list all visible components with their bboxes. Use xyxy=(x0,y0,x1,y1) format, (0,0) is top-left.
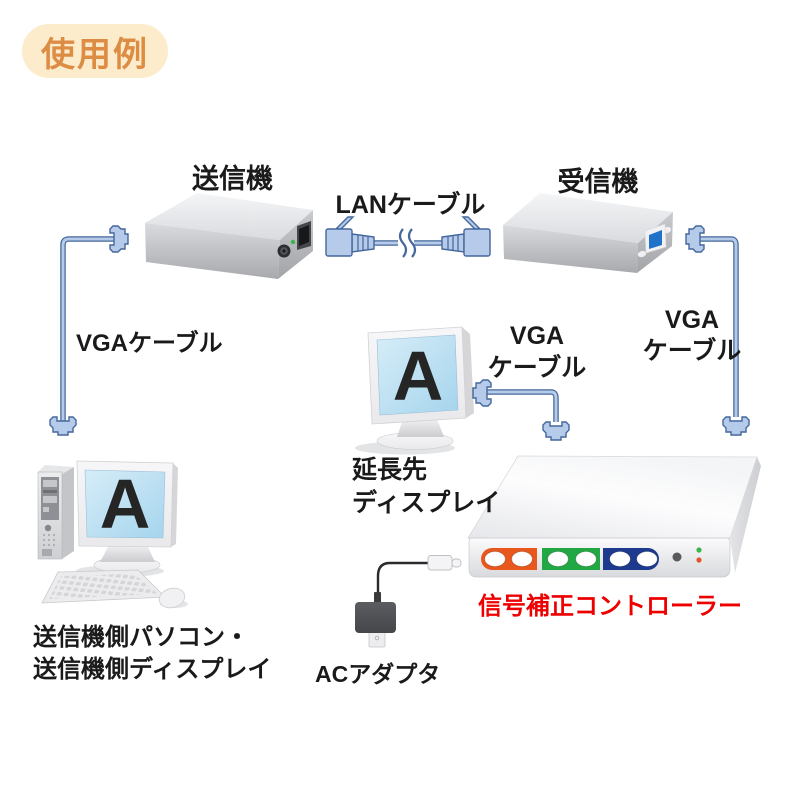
source-pc-label-line2: 送信機側ディスプレイ xyxy=(33,656,272,683)
pc-mouse xyxy=(158,587,188,609)
transmitter-label: 送信機 xyxy=(192,164,273,194)
lan-cable-label: LANケーブル xyxy=(335,191,486,219)
extension-display xyxy=(355,326,474,455)
transmitter-power-led xyxy=(290,239,296,245)
lan-cable xyxy=(325,216,491,260)
transmitter-dc-port xyxy=(277,244,291,258)
lan-plug-left xyxy=(325,216,375,257)
vga-cable-middle-label: VGA ケーブル xyxy=(473,320,601,384)
dc-plug xyxy=(427,555,462,571)
display-neck xyxy=(397,419,444,437)
source-pc-label: 送信機側パソコン・ 送信機側ディスプレイ xyxy=(33,622,271,686)
vga-connector-icon xyxy=(722,416,750,436)
cable-break-icon xyxy=(398,226,417,260)
pc-monitor-screen xyxy=(84,469,166,539)
controller-label: 信号補正コントローラー xyxy=(478,593,742,620)
source-display-screen-letter: A xyxy=(99,465,151,543)
receiver-screw-hole xyxy=(637,250,647,258)
tower-power-button xyxy=(44,524,52,532)
ac-plug-body xyxy=(355,592,396,648)
ac-adapter xyxy=(355,555,462,648)
usage-example-badge: 使用例 xyxy=(22,24,168,78)
vga-cable-middle xyxy=(472,379,570,441)
extension-display-label: 延長先 ディスプレイ xyxy=(352,454,500,520)
vga-cable-right-label-line1: VGA xyxy=(664,306,720,334)
source-pc-group xyxy=(37,460,188,609)
vga-cable-middle-label-line2: ケーブル xyxy=(487,354,587,382)
lan-plug-right xyxy=(441,216,491,257)
receiver-label: 受信機 xyxy=(557,167,639,197)
pc-monitor xyxy=(76,460,178,577)
receiver-vga-port xyxy=(644,223,667,254)
controller-led-green xyxy=(696,547,702,553)
ac-adapter-label: ACアダプタ xyxy=(315,661,441,687)
vga-cable-middle-label-line1: VGA xyxy=(509,322,565,350)
extension-display-screen-letter: A xyxy=(392,337,444,415)
transmitter-device xyxy=(145,193,313,279)
vga-connector-icon xyxy=(542,421,570,441)
vga-cable-left-label: VGAケーブル xyxy=(76,330,223,357)
vga-cable-left xyxy=(49,225,129,436)
pc-keyboard xyxy=(41,569,166,604)
receiver-device xyxy=(503,193,673,273)
power-knob xyxy=(672,552,682,562)
transmitter-lan-port xyxy=(297,221,311,250)
vga-cable-right-label-line2: ケーブル xyxy=(642,337,742,365)
vga-cable-right xyxy=(685,225,750,436)
adjust-knobs xyxy=(484,551,658,567)
controller-led-red xyxy=(696,557,702,563)
pc-tower xyxy=(37,465,74,560)
vga-cable-right-label: VGA ケーブル xyxy=(628,305,756,367)
source-pc-label-line1: 送信機側パソコン・ xyxy=(33,624,249,651)
controller-device xyxy=(467,455,761,578)
extension-display-label-line2: ディスプレイ xyxy=(352,489,501,517)
display-screen xyxy=(376,334,459,416)
ac-adapter-cable xyxy=(376,561,428,602)
extension-display-label-line1: 延長先 xyxy=(352,456,428,484)
